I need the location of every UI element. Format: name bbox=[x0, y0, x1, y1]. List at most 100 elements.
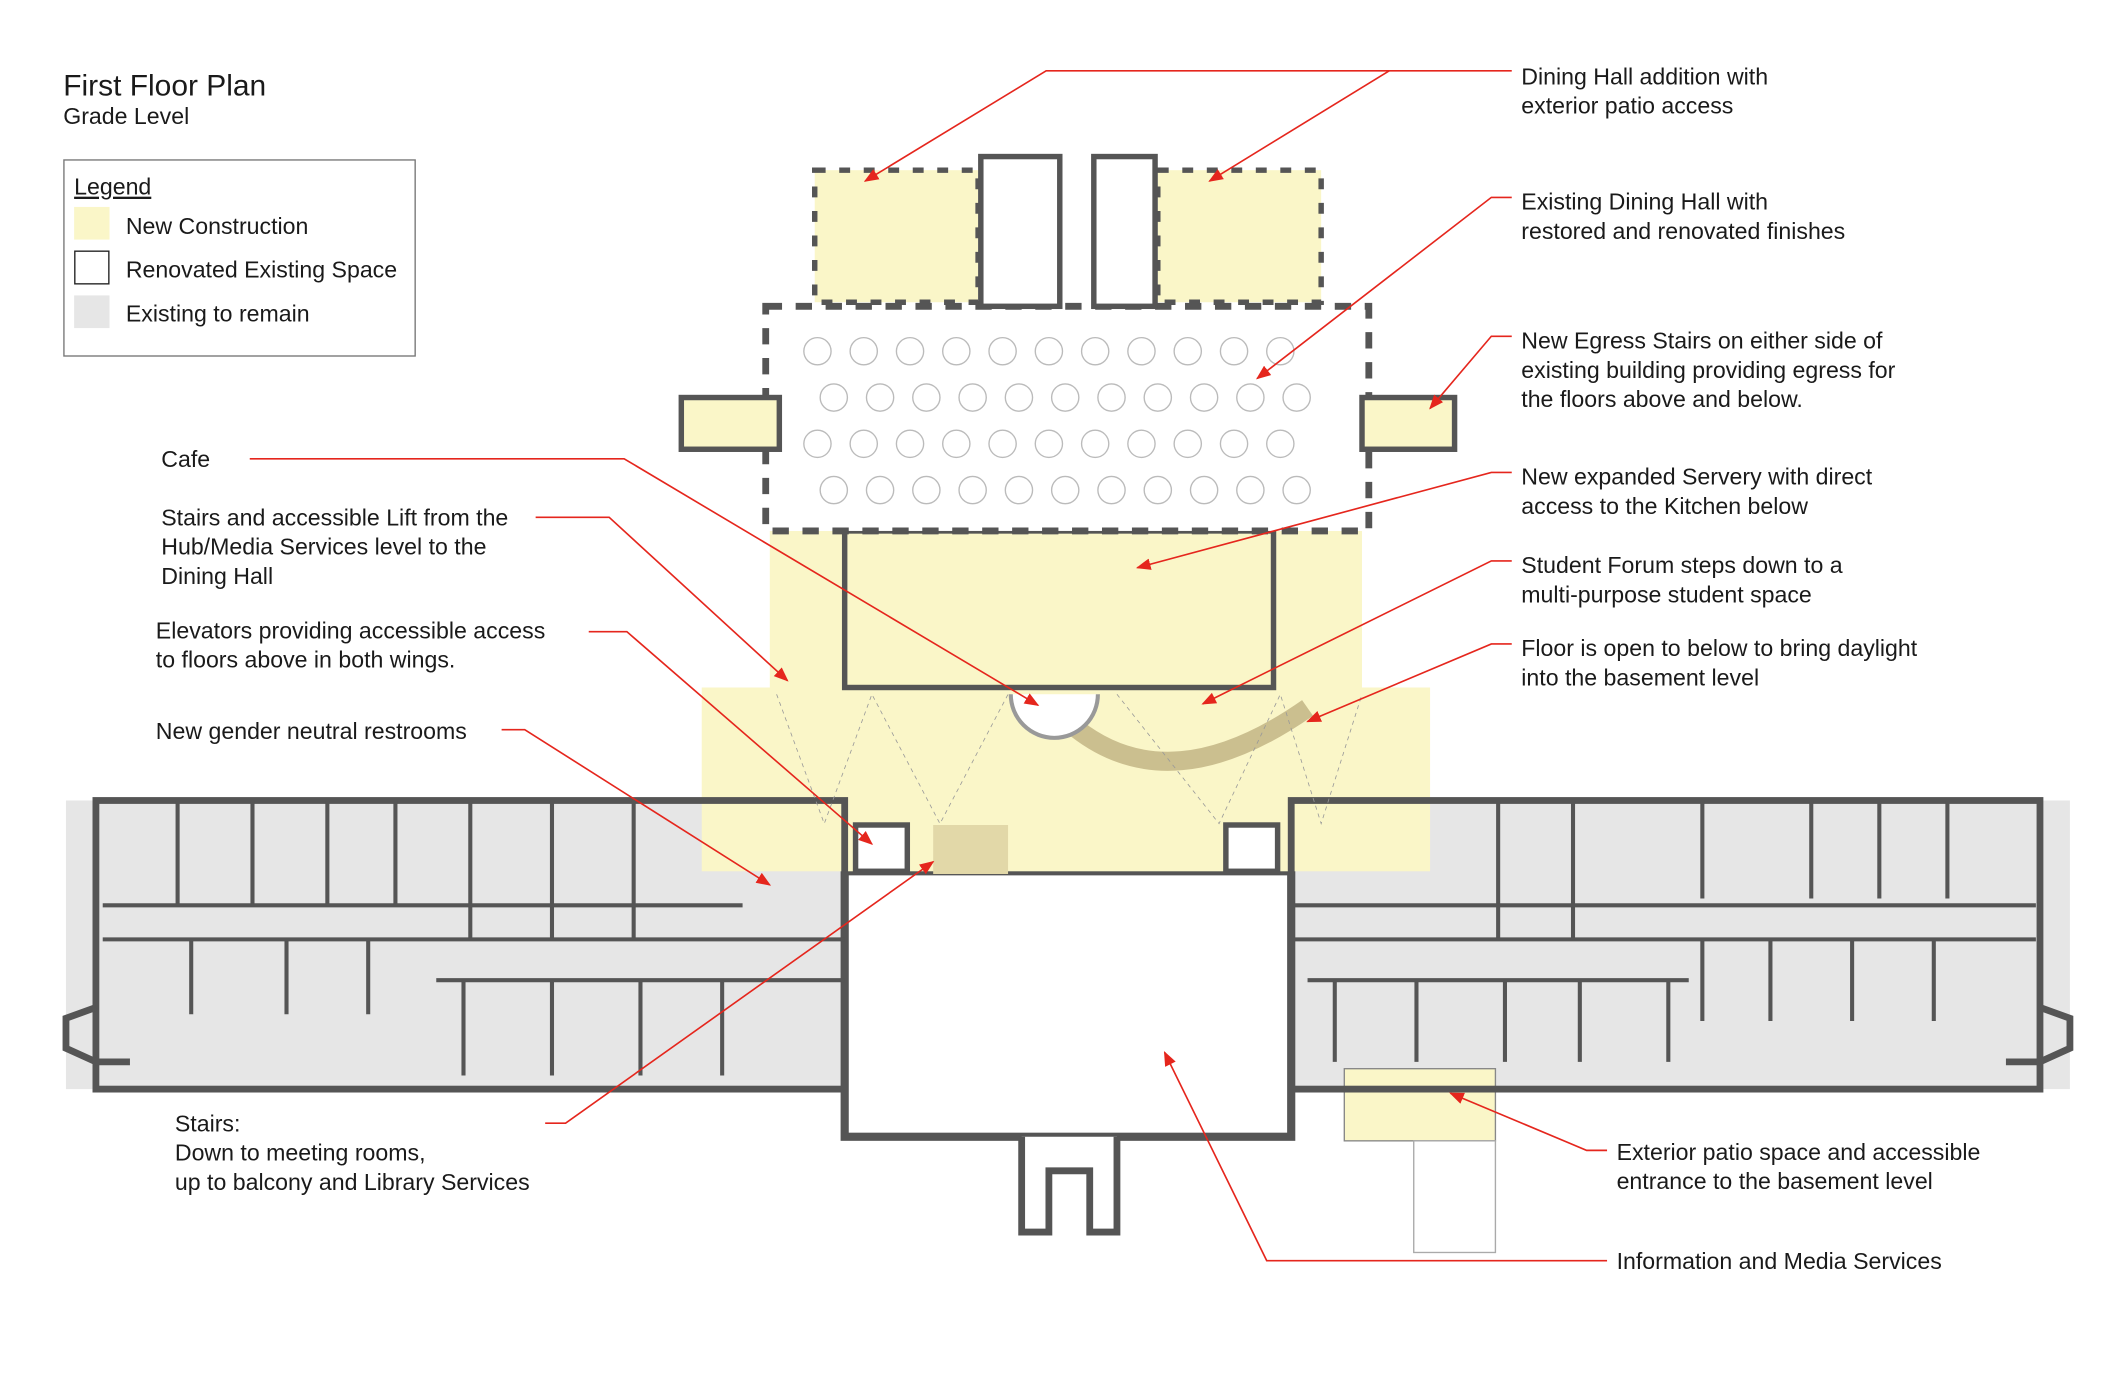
annotation-stairs-lift: Stairs and accessible Lift from theHub/M… bbox=[161, 504, 789, 682]
table-icon bbox=[912, 383, 941, 412]
legend-label-existing: Existing to remain bbox=[126, 300, 310, 326]
table-icon bbox=[1173, 336, 1203, 366]
table-icon bbox=[1050, 383, 1080, 412]
annotation-text: New Egress Stairs on either side of bbox=[1521, 328, 1883, 354]
legend: Legend New Construction Renovated Existi… bbox=[63, 159, 416, 357]
egress-stair-west bbox=[678, 394, 783, 452]
annotation-text: Dining Hall addition with bbox=[1521, 63, 1768, 89]
annotation-dining-addition: Dining Hall addition with exterior patio … bbox=[863, 63, 1768, 182]
leader-arrow bbox=[1163, 1051, 1608, 1262]
table-icon bbox=[1004, 383, 1034, 412]
wing-partitions bbox=[102, 800, 2036, 1076]
table-icon bbox=[1266, 429, 1295, 459]
table-icon bbox=[1189, 475, 1219, 505]
north-stair-core-east bbox=[1091, 153, 1158, 310]
annotation-text: up to balcony and Library Services bbox=[175, 1169, 530, 1195]
annotation-egress-stairs: New Egress Stairs on either side of exist… bbox=[1429, 328, 1896, 412]
table-icon bbox=[912, 475, 941, 505]
annotation-cafe: Cafe bbox=[161, 446, 1040, 706]
annotation-patio: Exterior patio space and accessibleentra… bbox=[1449, 1092, 1981, 1194]
leader-arrow bbox=[863, 69, 1512, 182]
dining-addition-west bbox=[812, 167, 981, 305]
table-icon bbox=[1236, 383, 1265, 412]
annotation-elevators: Elevators providing accessible accessto … bbox=[156, 617, 874, 846]
table-icon bbox=[1080, 336, 1110, 366]
table-icon bbox=[958, 475, 987, 505]
table-icon bbox=[895, 429, 925, 459]
annotation-media-services: Information and Media Services bbox=[1163, 1051, 1942, 1274]
egress-stair-east bbox=[1359, 394, 1458, 452]
lift-stair bbox=[933, 825, 1009, 875]
annotation-floor-open: Floor is open to below to bring daylight… bbox=[1306, 635, 1918, 723]
table-icon bbox=[988, 336, 1017, 366]
leader-arrow bbox=[249, 457, 1040, 706]
table-icon bbox=[865, 475, 895, 505]
leader-arrow bbox=[1429, 335, 1512, 410]
plan-subtitle: Grade Level bbox=[63, 103, 189, 129]
elevator-east bbox=[1223, 822, 1281, 875]
leader-arrow bbox=[1256, 196, 1512, 380]
leader-arrow bbox=[1135, 471, 1512, 570]
table-icon bbox=[849, 429, 879, 459]
annotation-restrooms: New gender neutral restrooms bbox=[156, 718, 772, 886]
annotation-text: Elevators providing accessible access bbox=[156, 617, 545, 643]
plan-title: First Floor Plan bbox=[63, 69, 266, 102]
leader-arrow bbox=[588, 630, 874, 846]
annotation-text: Dining Hall bbox=[161, 563, 273, 589]
legend-swatch-renovated bbox=[74, 250, 110, 285]
legend-heading: Legend bbox=[74, 174, 151, 200]
leader-arrow bbox=[1208, 70, 1390, 182]
annotation-text: Down to meeting rooms, bbox=[175, 1140, 426, 1166]
annotation-stairs-down: Stairs:Down to meeting rooms,up to balco… bbox=[175, 860, 935, 1195]
annotation-servery: New expanded Servery with direct access t… bbox=[1135, 464, 1873, 570]
annotation-text: existing building providing egress for bbox=[1521, 357, 1895, 383]
table-icon bbox=[1143, 475, 1173, 505]
exterior-patio bbox=[1343, 1068, 1497, 1142]
annotation-text: the floors above and below. bbox=[1521, 386, 1803, 412]
annotation-text: Stairs and accessible Lift from the bbox=[161, 504, 508, 530]
leader-arrow bbox=[545, 860, 935, 1124]
table-icon bbox=[1127, 336, 1156, 366]
table-icon bbox=[1282, 383, 1311, 412]
legend-swatch-new bbox=[74, 206, 110, 240]
table-icon bbox=[1097, 383, 1126, 412]
building-plan bbox=[62, 153, 2074, 1254]
table-icon bbox=[988, 429, 1017, 459]
table-icon bbox=[1034, 429, 1064, 459]
annotation-text: Floor is open to below to bring daylight bbox=[1521, 635, 1918, 661]
table-icon bbox=[865, 383, 895, 412]
table-icon bbox=[1266, 336, 1295, 366]
annotation-text: Information and Media Services bbox=[1617, 1248, 1942, 1274]
table-icon bbox=[803, 429, 832, 459]
annotation-text: Student Forum steps down to a bbox=[1521, 552, 1842, 578]
media-services-block bbox=[840, 867, 1296, 1141]
table-icon bbox=[942, 336, 971, 366]
annotation-text: access to the Kitchen below bbox=[1521, 493, 1808, 519]
table-icon bbox=[819, 383, 849, 412]
elevator-west bbox=[852, 822, 911, 875]
annotation-text: Exterior patio space and accessible bbox=[1617, 1139, 1981, 1165]
table-icon bbox=[803, 336, 832, 366]
legend-label-renovated: Renovated Existing Space bbox=[126, 257, 397, 283]
table-icon bbox=[819, 475, 849, 505]
leader-arrow bbox=[1449, 1092, 1608, 1152]
table-icon bbox=[1219, 429, 1249, 459]
annotation-text: New expanded Servery with direct bbox=[1521, 464, 1872, 490]
leader-arrow bbox=[1306, 643, 1512, 723]
table-icon bbox=[1282, 475, 1311, 505]
legend-label-new: New Construction bbox=[126, 213, 309, 239]
annotation-text: Cafe bbox=[161, 446, 210, 472]
servery bbox=[769, 530, 1363, 688]
annotation-text: exterior patio access bbox=[1521, 93, 1733, 119]
annotation-text: multi-purpose student space bbox=[1521, 581, 1812, 607]
annotation-text: Hub/Media Services level to the bbox=[161, 534, 486, 560]
table-icon bbox=[942, 429, 971, 459]
patio-ramp bbox=[1413, 1140, 1497, 1254]
table-icon bbox=[1080, 429, 1110, 459]
legend-swatch-existing bbox=[74, 295, 110, 329]
table-icon bbox=[849, 336, 879, 366]
annotation-text: into the basement level bbox=[1521, 664, 1759, 690]
table-icon bbox=[1173, 429, 1203, 459]
annotations: Dining Hall addition with exterior patio … bbox=[156, 63, 1981, 1273]
